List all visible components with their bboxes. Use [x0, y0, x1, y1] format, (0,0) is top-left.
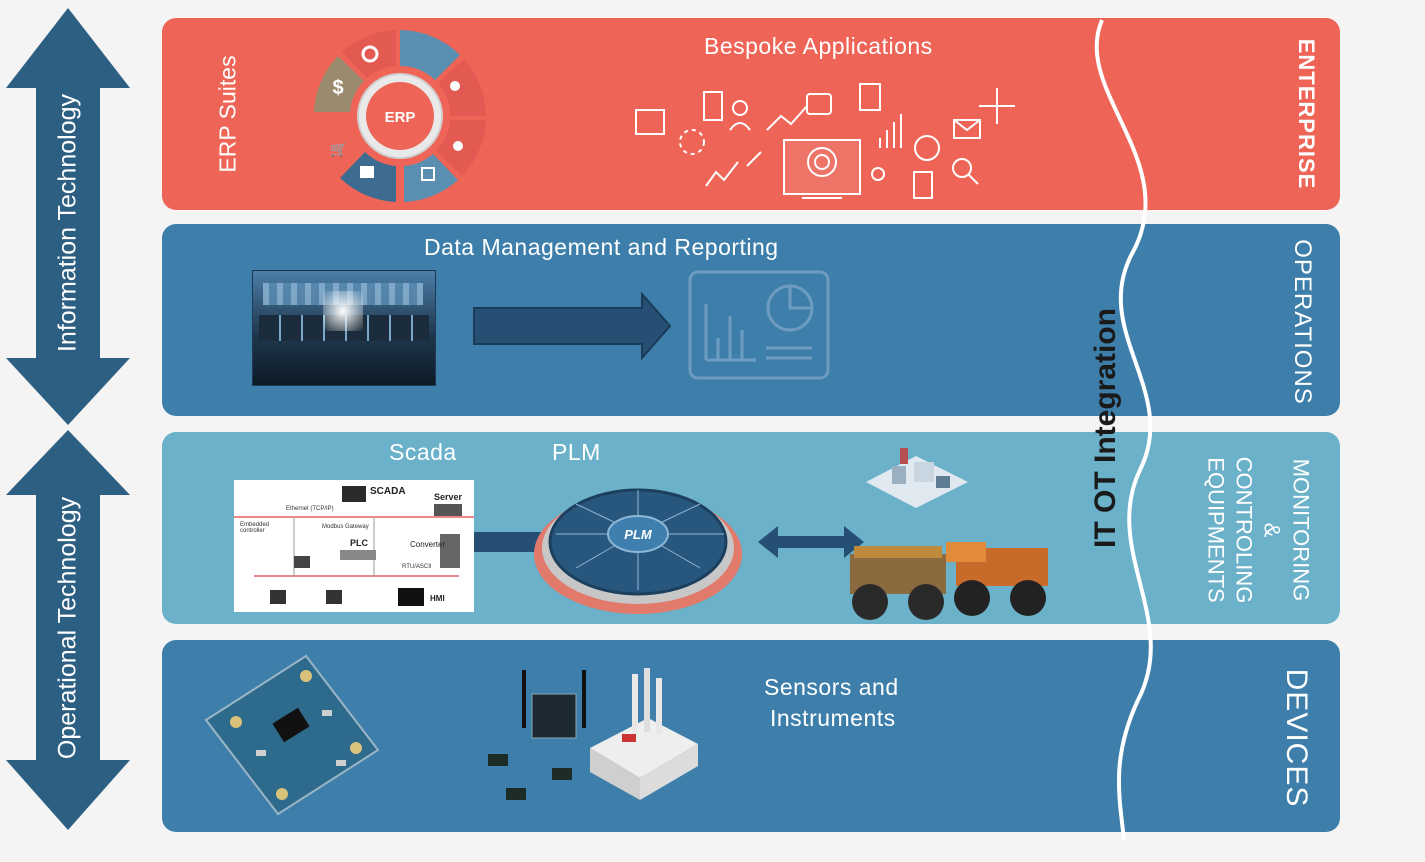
ethernet-label: Ethernet (TCP/IP) [286, 506, 334, 512]
erp-segment [342, 30, 396, 78]
erp-suites-label: ERP Suites [214, 55, 241, 173]
person-icon [732, 100, 748, 116]
analytics-icon [705, 161, 739, 187]
mail-icon [953, 119, 981, 139]
chat-icon [806, 93, 832, 115]
bespoke-applications-label: Bespoke Applications [704, 33, 933, 59]
modbus-gateway-label: Modbus Gateway [322, 524, 369, 530]
data-management-label: Data Management and Reporting [424, 234, 779, 260]
scada-diagram: SCADA Server Ethernet (TCP/IP) Embedded … [234, 480, 474, 612]
wireless-devices-image [488, 668, 698, 800]
bespoke-app-icons [635, 83, 1015, 199]
bar-chart-icon [879, 114, 902, 148]
enterprise-layer-label: ENTERPRISE [1294, 38, 1319, 190]
network-icon [679, 129, 705, 155]
control-room-image [252, 270, 436, 386]
rtu-label: RTU/ASCII [402, 564, 432, 570]
equipments-word: EQUIPMENTS [1203, 457, 1229, 603]
sensor-board-image [204, 654, 380, 816]
erp-hub-label: ERP [385, 109, 416, 126]
scada-node-label: SCADA [370, 486, 406, 497]
tablet-icon [703, 91, 723, 121]
bidirectional-arrow [758, 526, 864, 558]
form-icon [913, 171, 933, 199]
sensors-line1: Sensors and [764, 674, 899, 700]
controling-word: CONTROLING [1231, 456, 1257, 604]
plm-hub-label: PLM [624, 527, 653, 542]
share-icon [871, 167, 885, 181]
pencil-icon [746, 151, 762, 167]
trend-icon [766, 105, 808, 131]
it-ot-integration-label: IT OT Integration [1089, 308, 1122, 548]
left-arrows [6, 8, 130, 830]
operational-technology-label: Operational Technology [53, 496, 82, 760]
erp-wheel: ERP $ 🛒 [314, 30, 486, 202]
devices-layer-label: DEVICES [1280, 668, 1313, 808]
plm-label: PLM [552, 439, 601, 465]
erp-segment [400, 30, 460, 80]
scada-label: Scada [389, 439, 457, 465]
search-icon [952, 158, 972, 178]
erp-segment [314, 120, 362, 174]
server-node-label: Server [434, 492, 463, 502]
information-technology-label: Information Technology [53, 93, 82, 353]
plm-wheel: PLM [534, 488, 742, 614]
mining-trucks-image [846, 532, 1056, 624]
move-icon [979, 88, 1015, 124]
hmi-node-label: HMI [430, 594, 445, 603]
data-flow-arrow [473, 292, 672, 361]
erp-segment [438, 59, 486, 116]
factory-image [856, 442, 976, 512]
refresh-icon [914, 135, 940, 161]
converter-label: Converter [410, 540, 446, 549]
devices-band [162, 640, 1340, 832]
scada-plm-connector [474, 532, 554, 552]
erp-segment [404, 154, 458, 202]
operational-technology-arrow [6, 430, 130, 830]
sensors-line2: Instruments [770, 705, 896, 731]
it-ot-divider-line [1094, 19, 1153, 841]
scada-diagram-lines [234, 486, 474, 606]
information-technology-arrow [6, 8, 130, 425]
svg-text:$: $ [332, 77, 343, 99]
svg-text:🛒: 🛒 [330, 141, 347, 158]
operations-band [162, 224, 1340, 416]
shopping-bag-icon [635, 109, 665, 135]
ampersand: & [1259, 522, 1285, 538]
erp-segment [314, 56, 364, 112]
monitoring-word: MONITORING [1288, 458, 1314, 602]
plc-node-label: PLC [350, 538, 368, 548]
document-icon [859, 83, 881, 111]
dashboard-icon [688, 270, 830, 380]
embedded-controller-label: Embedded controller [240, 522, 270, 534]
operations-layer-label: OPERATIONS [1289, 239, 1316, 405]
